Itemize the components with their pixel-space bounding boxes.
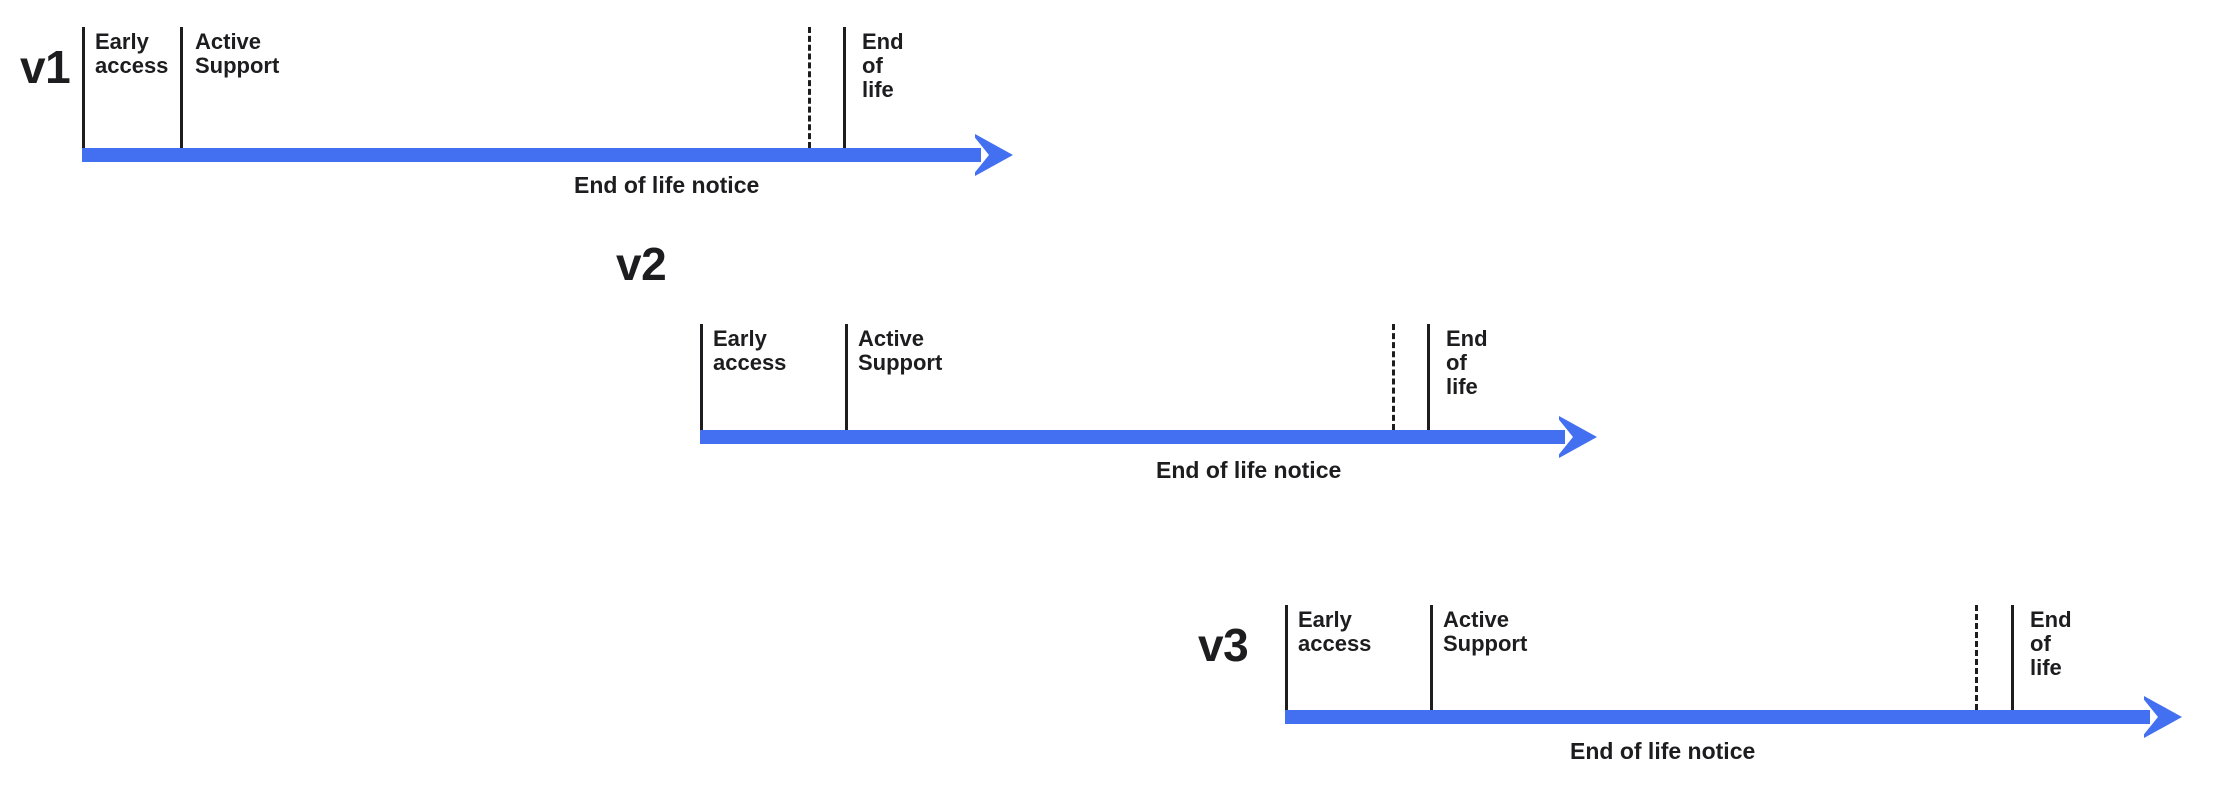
phase-divider-v3-1	[1285, 605, 1288, 710]
timeline-bar-cap-v2	[1553, 430, 1565, 444]
timeline-bar-v3	[1285, 710, 2150, 724]
phase-divider-v1-2	[180, 27, 183, 148]
phase-label-v1-3: End of life	[862, 29, 904, 102]
phase-divider-v3-3	[2011, 605, 2014, 710]
phase-divider-v3-2	[1430, 605, 1433, 710]
phase-label-v3-2: Active Support	[1443, 607, 1528, 656]
version-label-v1: v1	[20, 41, 71, 93]
phase-divider-v2-2	[845, 324, 848, 430]
end-of-life-notice-label-v3: End of life notice	[1570, 738, 1756, 764]
phase-label-v2-3: End of life	[1446, 326, 1488, 399]
phase-label-v2-1: Early access	[713, 326, 787, 375]
phase-divider-v2-3	[1427, 324, 1430, 430]
phase-label-v2-2: Active Support	[858, 326, 943, 375]
phase-divider-v1-3	[843, 27, 846, 148]
phase-label-v3-1: Early access	[1298, 607, 1372, 656]
phase-label-v3-3: End of life	[2030, 607, 2072, 680]
phase-label-v1-2: Active Support	[195, 29, 280, 78]
end-of-life-notice-marker-v3	[1975, 605, 1978, 710]
timeline-bar-v2	[700, 430, 1565, 444]
timeline-bar-v1	[82, 148, 981, 162]
phase-divider-v2-1	[700, 324, 703, 430]
timeline-bar-cap-v3	[2138, 710, 2150, 724]
timeline-bar-cap-v1	[969, 148, 981, 162]
version-label-v3: v3	[1198, 619, 1249, 671]
version-label-v2: v2	[616, 238, 667, 290]
phase-label-v1-1: Early access	[95, 29, 169, 78]
end-of-life-notice-marker-v2	[1392, 324, 1395, 430]
phase-divider-v1-1	[82, 27, 85, 148]
end-of-life-notice-marker-v1	[808, 27, 811, 148]
end-of-life-notice-label-v1: End of life notice	[574, 172, 760, 198]
end-of-life-notice-label-v2: End of life notice	[1156, 457, 1342, 483]
